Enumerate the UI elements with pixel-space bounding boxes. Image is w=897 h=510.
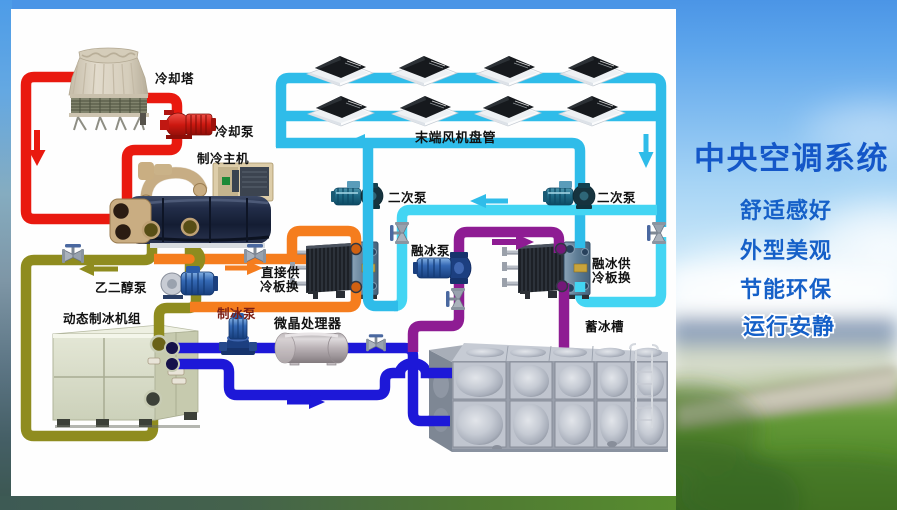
svg-text:二次泵: 二次泵 xyxy=(597,190,636,205)
svg-text:舒适感好: 舒适感好 xyxy=(740,198,832,223)
svg-text:直接供: 直接供 xyxy=(261,265,300,280)
svg-text:冷板换: 冷板换 xyxy=(592,270,631,285)
svg-text:二次泵: 二次泵 xyxy=(388,190,427,205)
svg-text:运行安静: 运行安静 xyxy=(743,314,835,339)
svg-text:微晶处理器: 微晶处理器 xyxy=(273,316,342,331)
svg-text:融冰泵: 融冰泵 xyxy=(411,243,450,258)
svg-text:制冷主机: 制冷主机 xyxy=(197,151,249,166)
svg-text:制冰泵: 制冰泵 xyxy=(217,306,256,321)
svg-text:融冰供: 融冰供 xyxy=(592,256,631,271)
svg-text:乙二醇泵: 乙二醇泵 xyxy=(95,280,147,295)
svg-text:动态制冰机组: 动态制冰机组 xyxy=(63,311,141,326)
svg-text:中央空调系统: 中央空调系统 xyxy=(694,141,889,176)
svg-text:外型美观: 外型美观 xyxy=(740,238,832,263)
svg-text:冷却塔: 冷却塔 xyxy=(155,71,194,86)
svg-text:冷板换: 冷板换 xyxy=(260,279,299,294)
svg-text:蓄冰槽: 蓄冰槽 xyxy=(585,319,624,334)
svg-text:节能环保: 节能环保 xyxy=(740,277,832,302)
svg-text:末端风机盘管: 末端风机盘管 xyxy=(414,130,496,145)
svg-text:冷却泵: 冷却泵 xyxy=(215,124,254,139)
